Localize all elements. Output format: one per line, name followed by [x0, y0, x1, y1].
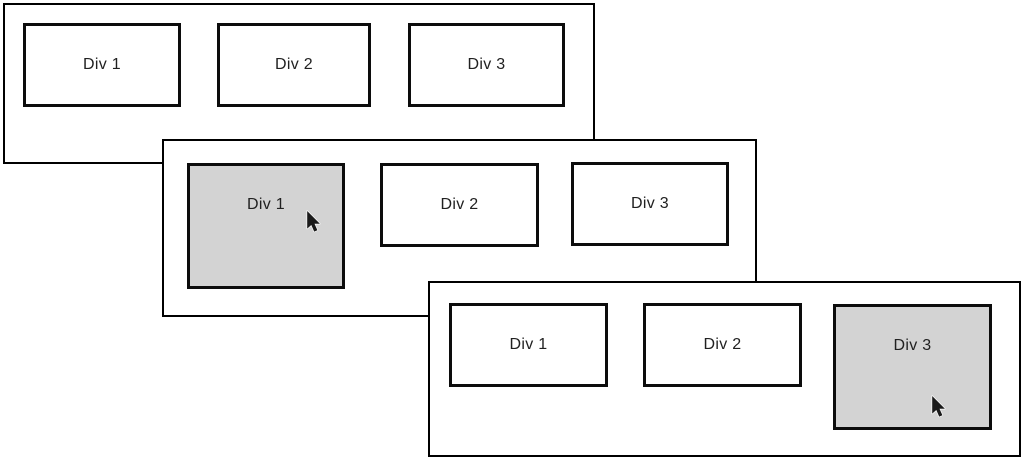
demo-div-3[interactable]: Div 3 [408, 23, 565, 107]
demo-div-2-label: Div 2 [275, 56, 313, 73]
demo-div-2[interactable]: Div 2 [217, 23, 371, 107]
demo-div-2[interactable]: Div 2 [643, 303, 802, 387]
demo-div-1-label: Div 1 [83, 56, 121, 73]
panel-row-default: Div 1 Div 2 Div 3 [3, 3, 595, 164]
demo-div-3-label: Div 3 [467, 56, 506, 73]
demo-div-1-hovered[interactable]: Div 1 [187, 163, 345, 289]
demo-div-1[interactable]: Div 1 [449, 303, 608, 387]
demo-div-2[interactable]: Div 2 [380, 163, 539, 247]
demo-div-3-label: Div 3 [631, 195, 669, 212]
panel-row-hover-div3: Div 1 Div 2 Div 3 [428, 281, 1021, 457]
demo-div-1-label: Div 1 [509, 336, 548, 353]
demo-div-1[interactable]: Div 1 [23, 23, 181, 107]
demo-div-3-label: Div 3 [893, 337, 932, 354]
demo-div-3-hovered[interactable]: Div 3 [833, 304, 992, 430]
demo-div-2-label: Div 2 [440, 196, 479, 213]
demo-div-2-label: Div 2 [703, 336, 742, 353]
demo-div-1-label: Div 1 [247, 196, 285, 213]
demo-div-3[interactable]: Div 3 [571, 162, 729, 246]
